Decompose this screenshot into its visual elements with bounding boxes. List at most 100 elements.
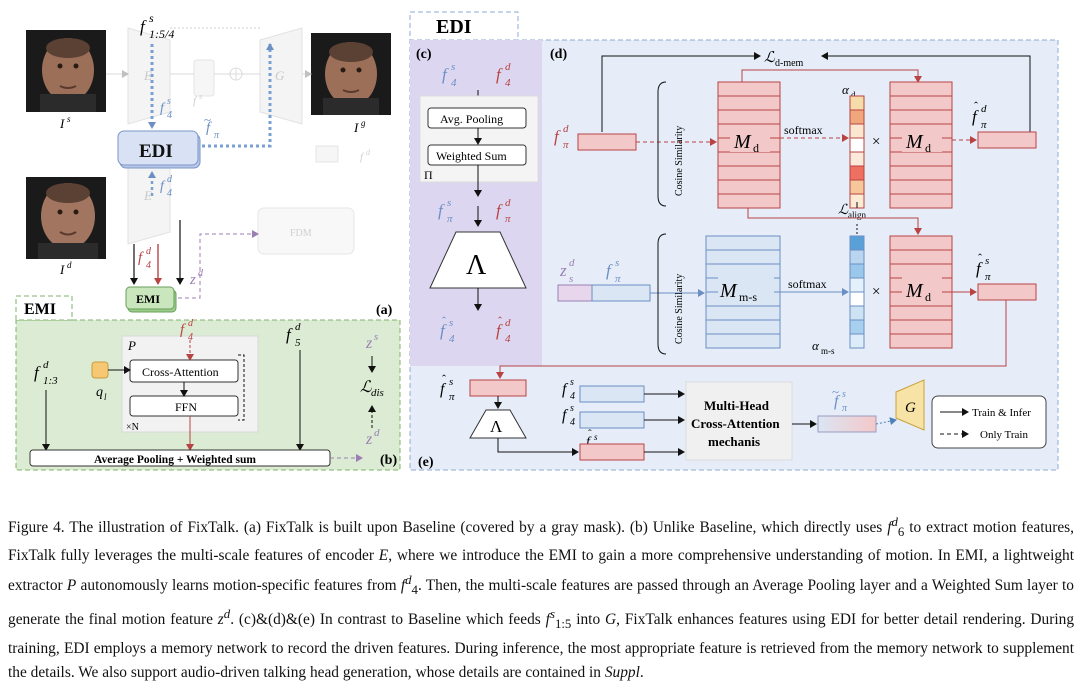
svg-text:s: s [842, 389, 846, 400]
svg-text:Weighted Sum: Weighted Sum [436, 149, 507, 163]
svg-text:ˆ: ˆ [442, 314, 446, 328]
memory-Md-1: M d [717, 81, 781, 209]
svg-text:G: G [905, 400, 916, 416]
e-lambda [469, 409, 527, 439]
svg-text:Cross-Attention: Cross-Attention [691, 416, 780, 431]
svg-text:d: d [67, 260, 72, 270]
svg-text:f: f [440, 381, 447, 398]
svg-text:d: d [366, 148, 371, 157]
svg-text:f: f [138, 250, 144, 266]
svg-text:1:5/4: 1:5/4 [149, 27, 174, 41]
svg-text:α: α [842, 82, 850, 97]
svg-text:d: d [198, 268, 204, 279]
svg-text:f: f [562, 381, 569, 398]
e-ftilde-pi [817, 415, 877, 433]
svg-text:Λ: Λ [466, 250, 487, 281]
svg-text:(c): (c) [416, 47, 432, 62]
encoder-top [127, 27, 171, 125]
svg-text:align: align [848, 210, 866, 220]
svg-text:4: 4 [505, 77, 511, 89]
label-Is: I [59, 116, 65, 131]
svg-text:f: f [160, 179, 166, 194]
svg-text:f: f [496, 65, 503, 84]
svg-text:π: π [842, 403, 848, 414]
svg-text:Average Pooling + Weighted sum: Average Pooling + Weighted sum [94, 454, 256, 466]
svg-text:1:3: 1:3 [43, 375, 58, 387]
svg-text:mechanis: mechanis [708, 434, 760, 449]
svg-text:4: 4 [449, 333, 455, 345]
legend [931, 395, 1047, 449]
svg-text:(d): (d) [550, 47, 567, 62]
svg-text:π: π [981, 119, 987, 131]
svg-text:Multi-Head: Multi-Head [704, 398, 770, 413]
svg-text:EMI: EMI [136, 292, 160, 306]
svg-text:d: d [753, 141, 759, 155]
svg-text:M: M [719, 280, 738, 302]
svg-text:s: s [199, 92, 202, 101]
figure-caption: Figure 4. The illustration of FixTalk. (… [8, 515, 1075, 681]
svg-text:G: G [275, 68, 285, 83]
svg-text:π: π [985, 271, 991, 283]
svg-text:d: d [167, 174, 173, 185]
svg-text:softmax: softmax [784, 123, 823, 137]
svg-text:π: π [505, 213, 511, 225]
svg-text:d: d [43, 359, 49, 371]
hat-fs-pi-vector [977, 283, 1037, 301]
svg-text:dis: dis [371, 387, 384, 399]
driving-face-image [26, 177, 106, 259]
svg-text:d: d [374, 427, 380, 439]
svg-text:s: s [67, 114, 71, 124]
svg-text:f: f [554, 127, 561, 146]
svg-text:s: s [449, 376, 453, 388]
svg-text:M: M [905, 131, 924, 153]
svg-text:E: E [143, 188, 152, 203]
svg-text:π: π [447, 213, 453, 225]
query-token [91, 361, 109, 379]
svg-text:f: f [834, 393, 841, 410]
svg-text:s: s [451, 61, 455, 73]
panel-c: (c) f s 4 f d 4 Avg. Pooling Weighted Su… [410, 40, 542, 366]
label-fs-1-5-4: f [140, 17, 147, 36]
panel-b-emi: EMI f d 1:3 q l P Cross-Attention FFN ×N… [15, 295, 401, 471]
svg-text:d: d [188, 318, 194, 329]
svg-text:s: s [374, 331, 378, 343]
memory-Md-2: M d [889, 81, 953, 209]
panel-e: (e) f ˆ s π Λ f s 4 f s 4 f ˆ s 4 [418, 372, 1047, 470]
svg-text:f: f [586, 435, 592, 450]
label-Ig: I [353, 120, 359, 135]
svg-text:(b): (b) [380, 453, 397, 468]
label-Ldis: ℒ [360, 379, 372, 396]
svg-text:d: d [981, 103, 987, 115]
svg-text:ˆ: ˆ [588, 428, 592, 440]
label-L-dmem: ℒ [764, 50, 776, 66]
panel-edi: EDI (c) f s 4 f d 4 Avg. Pooling Weighte… [409, 11, 1059, 471]
svg-text:d: d [851, 90, 856, 100]
svg-text:f: f [976, 259, 983, 278]
alpha-ms-vector [849, 235, 865, 349]
svg-text:f: f [180, 322, 186, 338]
svg-text:4: 4 [188, 332, 193, 343]
svg-text:π: π [615, 273, 621, 285]
panel-a: I s I g I d E G [26, 11, 393, 318]
svg-text:FDM: FDM [290, 228, 312, 239]
generated-face-image [311, 33, 391, 115]
svg-text:z: z [189, 272, 196, 288]
e-hat-fs4 [579, 443, 645, 461]
svg-text:d: d [563, 123, 569, 135]
svg-text:ˆ: ˆ [978, 251, 982, 265]
svg-text:s: s [449, 317, 453, 329]
panel-d: (d) ℒ d-mem f d π Cosine Similarity [496, 47, 1037, 379]
svg-text:s: s [447, 197, 451, 209]
svg-text:M: M [733, 131, 752, 153]
generator-G [895, 379, 925, 431]
fs-pi-vector [591, 284, 651, 302]
svg-text:softmax: softmax [788, 277, 827, 291]
svg-text:(a): (a) [376, 303, 393, 318]
svg-text:Only Train: Only Train [980, 429, 1028, 441]
svg-text:4: 4 [570, 417, 575, 428]
svg-text:Cross-Attention: Cross-Attention [142, 365, 219, 379]
svg-text:ˆ: ˆ [974, 99, 978, 113]
label-fd5: f [286, 325, 293, 344]
svg-text:4: 4 [146, 260, 151, 271]
svg-text:Π: Π [424, 168, 433, 182]
